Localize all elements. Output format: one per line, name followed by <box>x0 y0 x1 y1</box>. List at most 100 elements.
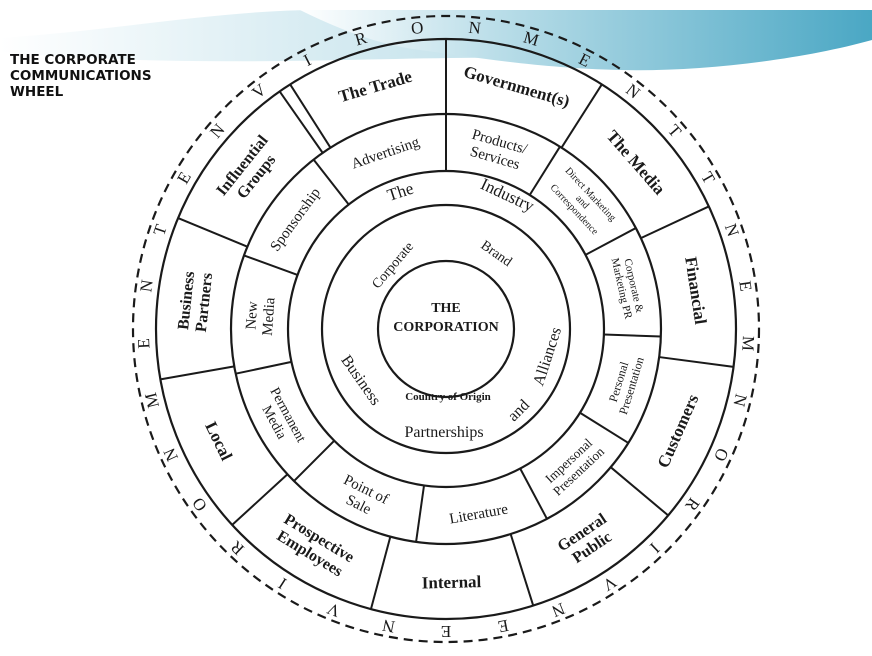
outer-divider-5 <box>610 466 669 517</box>
environment-letter-24: N <box>381 616 397 637</box>
environment-letter-26: I <box>275 574 290 593</box>
ring-dividers <box>160 39 734 610</box>
outer-segment-3: The Media <box>603 127 670 199</box>
outer-divider-4 <box>659 356 734 368</box>
middle-segment-2-line-1: Direct Marketing <box>563 166 618 224</box>
middle-segment-9-line-1: New <box>243 301 261 331</box>
outer-divider-3 <box>640 205 710 240</box>
outer-divider-2 <box>560 83 603 149</box>
environment-letter-30: M <box>141 391 163 410</box>
outer-segment-2-line-1: Government(s) <box>461 62 571 111</box>
environment-letter-12: T <box>697 169 719 188</box>
environment-letter-1: E <box>173 169 195 187</box>
environment-letter-31: E <box>134 338 153 349</box>
environment-letter-13: N <box>721 221 743 239</box>
environment-letter-21: N <box>549 599 567 621</box>
industry-ring-inner-border <box>320 203 572 455</box>
outer-segment-7-line-1: Internal <box>422 572 482 592</box>
middle-segment-3: Corporate &Marketing PR <box>609 257 646 321</box>
middle-segment-1: Products/Services <box>468 127 530 173</box>
outer-segment-1-line-1: The Trade <box>336 67 414 107</box>
outer-segment-4: Financial <box>681 256 710 326</box>
outer-divider-11 <box>278 90 324 154</box>
outer-segment-5-line-1: Customers <box>654 391 703 471</box>
environment-letter-25: V <box>324 598 343 620</box>
environment-letter-22: E <box>496 616 510 637</box>
environment-letter-17: O <box>710 445 732 464</box>
outer-segment-5: Customers <box>654 391 703 471</box>
middle-divider-8 <box>235 360 292 375</box>
outer-segment-9-line-1: Local <box>201 419 236 464</box>
middle-segment-10: Sponsorship <box>267 185 324 254</box>
outer-segment-4-line-1: Financial <box>681 256 710 326</box>
outer-segment-9: Local <box>201 419 236 464</box>
center-label-line-1: THE <box>431 301 461 316</box>
page-title: THE CORPORATE COMMUNICATIONS WHEEL <box>10 52 152 100</box>
middle-divider-4 <box>579 411 629 444</box>
industry-label-partnerships: Partnerships <box>404 424 483 441</box>
environment-letter-14: E <box>735 279 755 292</box>
middle-divider-6 <box>415 485 426 543</box>
outer-divider-0 <box>289 83 332 149</box>
middle-divider-5 <box>519 468 548 520</box>
middle-segment-10-line-1: Sponsorship <box>267 185 324 254</box>
page-title-line-1: THE CORPORATE <box>10 52 136 68</box>
environment-letter-19: I <box>646 539 663 557</box>
environment-ring <box>131 14 761 644</box>
environment-letter-32: N <box>136 278 157 293</box>
outer-divider-6 <box>509 533 535 606</box>
outer-segment-10-line-1: Business <box>175 271 198 331</box>
brand-label-country-of-origin: Country of Origin <box>405 391 491 403</box>
page-title-line-2: COMMUNICATIONS <box>10 68 152 84</box>
middle-divider-3 <box>603 333 661 338</box>
outer-segment-10-line-2: Partners <box>193 272 216 333</box>
environment-letter-7: N <box>468 18 482 38</box>
center-label-line-2: CORPORATION <box>393 320 499 335</box>
industry-label-industry: Industry <box>478 174 538 215</box>
outer-segment-2: Government(s) <box>461 62 571 111</box>
outer-divider-7 <box>369 536 392 610</box>
outer-divider-9 <box>160 365 235 381</box>
middle-divider-9 <box>243 254 298 276</box>
outer-segment-1: The Trade <box>336 67 414 107</box>
middle-segment-11: Advertising <box>349 134 422 172</box>
middle-segment-11-line-1: Advertising <box>349 134 422 172</box>
outer-segment-7: Internal <box>422 572 482 592</box>
center-label: THE CORPORATION <box>393 301 499 335</box>
middle-divider-1 <box>528 146 561 196</box>
environment-letter-33: T <box>149 221 171 238</box>
outer-divider-10 <box>177 217 248 248</box>
environment-letter-11: T <box>664 121 686 142</box>
outer-divider-8 <box>231 473 289 526</box>
environment-letter-27: R <box>226 537 248 559</box>
outer-segment-3-line-1: The Media <box>603 127 670 199</box>
middle-divider-10 <box>312 158 350 206</box>
page-title-line-3: WHEEL <box>10 84 64 100</box>
brand-label-corporate: Corporate <box>370 239 417 292</box>
environment-letter-16: N <box>729 392 750 408</box>
middle-segment-6: Literature <box>448 501 509 527</box>
middle-divider-2 <box>585 227 637 256</box>
middle-segment-6-line-1: Literature <box>448 501 509 527</box>
environment-letter-20: V <box>599 572 620 595</box>
banner-wave-front <box>300 10 872 71</box>
brand-label-brand: Brand <box>478 238 515 270</box>
middle-divider-7 <box>293 440 335 482</box>
environment-letter-8: M <box>521 27 541 49</box>
environment-letter-15: M <box>738 335 758 351</box>
center-circle <box>376 259 516 399</box>
environment-letter-6: O <box>410 18 424 38</box>
environment-letter-29: N <box>160 445 182 464</box>
middle-segment-9-line-2: Media <box>260 297 279 337</box>
environment-letter-23: E <box>441 622 451 641</box>
